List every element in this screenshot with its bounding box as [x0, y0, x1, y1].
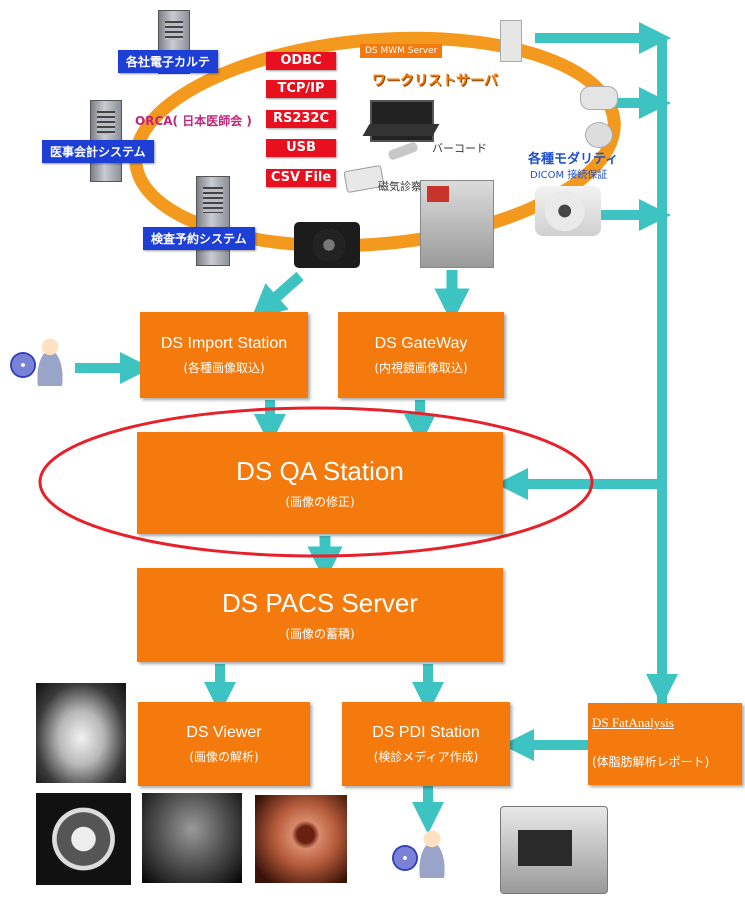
server-tower-icon: [196, 176, 230, 266]
ds-pacs-server-box[interactable]: DS PACS Server (画像の蓄積): [137, 568, 503, 662]
ds-qa-station-title: DS QA Station: [236, 456, 404, 486]
ds-import-station-title: DS Import Station: [160, 334, 288, 352]
ds-qa-station-box[interactable]: DS QA Station (画像の修正): [137, 432, 503, 534]
camera-lens-icon: [313, 229, 345, 261]
ds-pdi-station-subtitle: (検診メディア作成): [373, 749, 479, 764]
modality-device-icon: [500, 20, 522, 62]
patient-icon: [28, 330, 72, 386]
endoscopy-image: [255, 795, 347, 883]
ds-viewer-title: DS Viewer: [186, 723, 262, 741]
ds-pdi-station-box[interactable]: DS PDI Station (検診メディア作成): [342, 702, 510, 786]
ultrasound-image: [142, 793, 242, 883]
xray-image: [36, 683, 126, 783]
patient-icon: [410, 822, 454, 878]
ds-viewer-box[interactable]: DS Viewer (画像の解析): [138, 702, 310, 786]
endoscope-screen-icon: [427, 186, 449, 202]
interface-tcpip: TCP/IP: [266, 80, 336, 98]
ds-fatanalysis-subtitle: (体脂肪解析レポート): [592, 755, 710, 769]
ds-pacs-server-subtitle: (画像の蓄積): [285, 627, 355, 641]
barcode-label: バーコード: [432, 142, 487, 155]
modality-title: 各種モダリティ: [528, 152, 619, 167]
orca-label: ORCA( 日本医師会 ): [135, 114, 252, 128]
ds-gateway-box[interactable]: DS GateWay (内視鏡画像取込): [338, 312, 504, 398]
interface-rs232c: RS232C: [266, 110, 336, 128]
ds-import-station-subtitle: (各種画像取込): [183, 360, 265, 375]
modality-device-icon: [585, 122, 613, 148]
ds-fatanalysis-title: DS FatAnalysis: [592, 715, 674, 730]
mwm-server-tag: DS MWM Server: [360, 44, 443, 58]
modality-subtitle: DICOM 接続保証: [530, 170, 608, 181]
qa-highlight-ellipse: [38, 406, 594, 558]
emr-label: 各社電子カルテ: [118, 50, 219, 73]
cd-media-icon: [10, 352, 36, 378]
ds-qa-station-subtitle: (画像の修正): [285, 495, 355, 509]
modality-device-icon: [580, 86, 618, 110]
disc-publisher-window-icon: [518, 830, 572, 866]
ds-viewer-subtitle: (画像の解析): [189, 749, 259, 764]
cd-media-icon: [392, 845, 418, 871]
exam-booking-label: 検査予約システム: [143, 227, 255, 250]
ct-scanner-icon: [535, 186, 601, 236]
accounting-label: 医事会計システム: [42, 140, 154, 163]
ds-pdi-station-title: DS PDI Station: [372, 723, 480, 741]
worklist-server-title: ワークリストサーバ: [372, 73, 498, 89]
ds-pacs-server-title: DS PACS Server: [221, 588, 418, 618]
ds-gateway-title: DS GateWay: [374, 334, 468, 352]
interface-csv: CSV File: [266, 169, 336, 187]
arrow-camera-import: [250, 271, 304, 320]
keyboard-icon: [362, 124, 440, 136]
ds-fatanalysis-box[interactable]: DS FatAnalysis (体脂肪解析レポート): [588, 703, 742, 785]
interface-usb: USB: [266, 139, 336, 157]
interface-odbc: ODBC: [266, 52, 336, 70]
ds-import-station-box[interactable]: DS Import Station (各種画像取込): [140, 312, 308, 398]
ds-gateway-subtitle: (内視鏡画像取込): [374, 360, 468, 375]
ct-image: [36, 793, 131, 885]
